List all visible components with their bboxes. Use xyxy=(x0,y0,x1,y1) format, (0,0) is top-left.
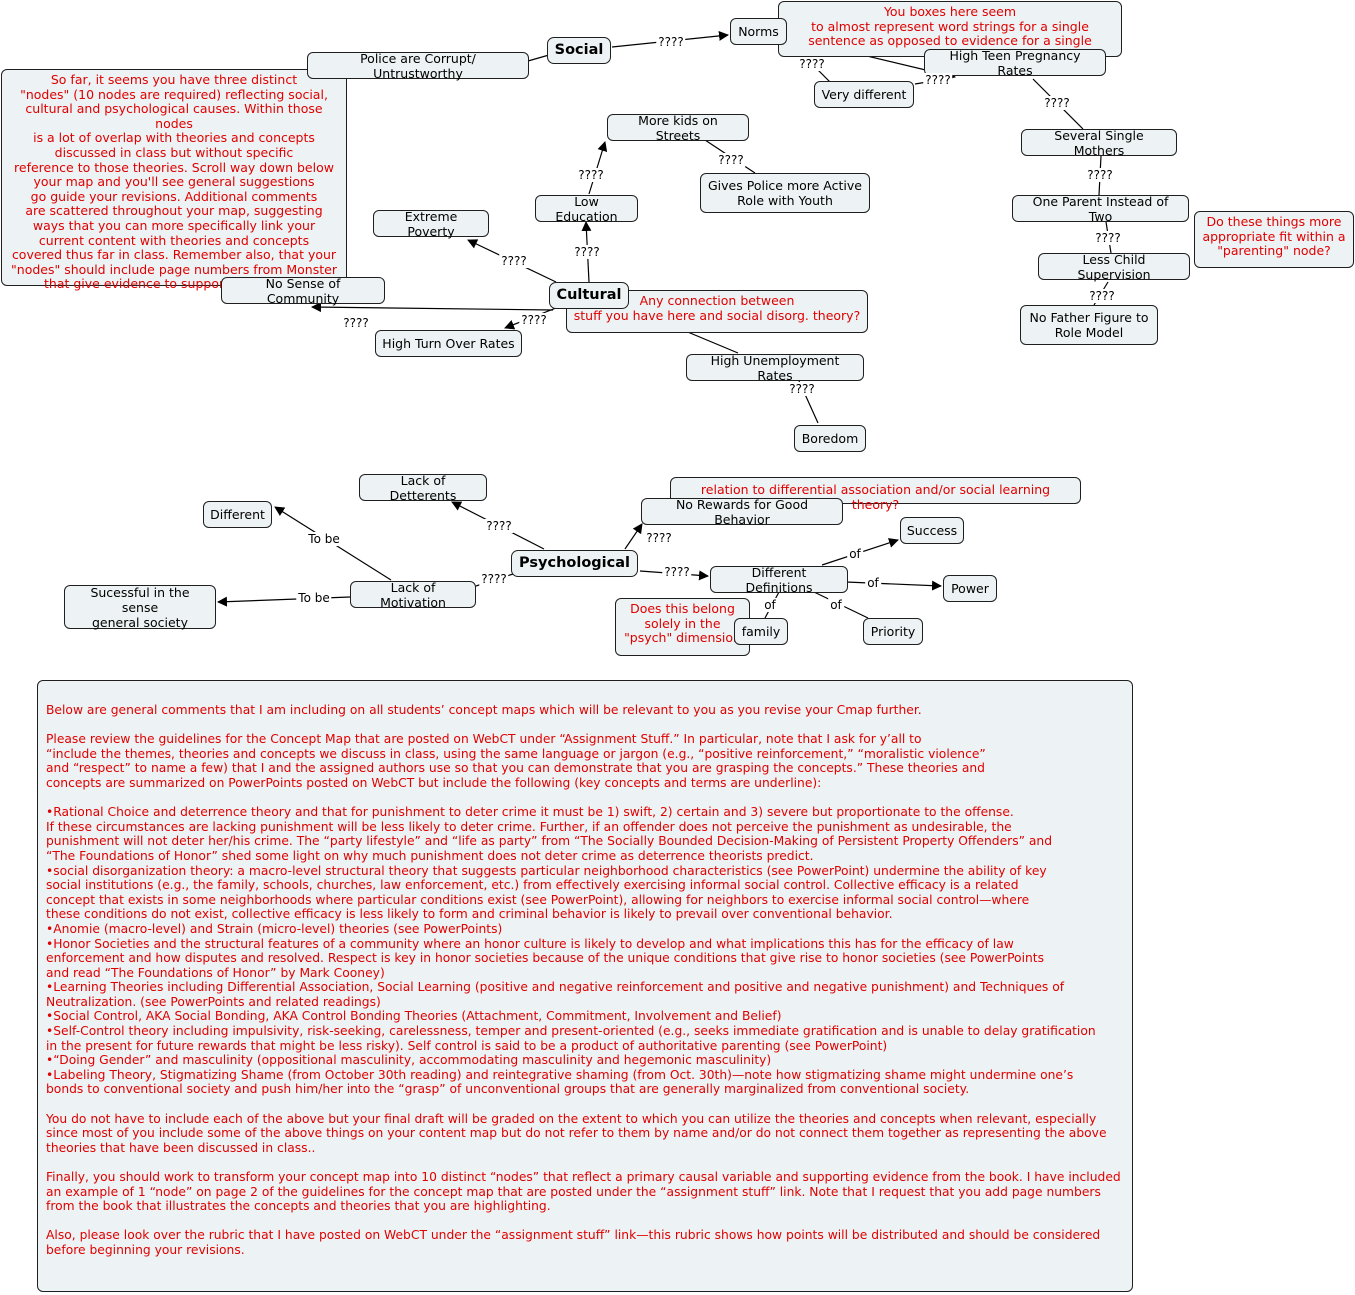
node-less-child-supervision[interactable]: Less Child Supervision xyxy=(1038,252,1190,282)
link-label: of xyxy=(865,576,881,590)
node-high-teen-pregnancy[interactable]: High Teen Pregnancy Rates xyxy=(924,48,1106,78)
node-different[interactable]: Different xyxy=(203,501,272,528)
link-label: ???? xyxy=(479,572,509,586)
comments-guidelines: Please review the guidelines for the Con… xyxy=(46,732,986,790)
link-social-police xyxy=(527,54,550,62)
node-low-education[interactable]: Low Education xyxy=(535,194,638,224)
node-lack-detterents[interactable]: Lack of Detterents xyxy=(359,473,487,503)
link-label: ???? xyxy=(644,531,674,545)
comment-bullet: •Social Control, AKA Social Bonding, AKA… xyxy=(46,1009,782,1024)
comment-three-nodes: So far, it seems you have three distinct… xyxy=(1,69,347,291)
link-label: ???? xyxy=(499,254,529,268)
link-label: ???? xyxy=(1087,289,1117,303)
node-no-rewards[interactable]: No Rewards for Good Behavior xyxy=(641,497,843,527)
node-successful-general[interactable]: Sucessful in the sense general society xyxy=(64,585,216,630)
comment-word-strings: You boxes here seem to almost represent … xyxy=(778,1,1122,63)
link-label: To be xyxy=(306,532,342,546)
comment-bullet: •social disorganization theory: a macro-… xyxy=(46,863,1047,922)
link-label: ???? xyxy=(662,565,692,579)
node-gives-police[interactable]: Gives Police more Active Role with Youth xyxy=(700,173,870,213)
link-label: To be xyxy=(296,591,332,605)
link-label: ???? xyxy=(656,35,686,49)
link-label: ???? xyxy=(484,519,514,533)
comments-graded: You do not have to include each of the a… xyxy=(46,1111,1107,1155)
link-label: ???? xyxy=(923,73,953,87)
link-cultural-community xyxy=(311,302,554,313)
comment-bullet: •Labeling Theory, Stigmatizing Shame (fr… xyxy=(46,1067,1074,1097)
comment-bullet: •Learning Theories including Differentia… xyxy=(46,980,1065,1009)
node-lack-motivation[interactable]: Lack of Motivation xyxy=(350,580,476,610)
link-label: ???? xyxy=(797,57,827,71)
comment-differential-assoc: relation to differential association and… xyxy=(670,477,1081,511)
comment-bullet: •Honor Societies and the structural feat… xyxy=(46,936,1045,980)
link-definitions-power xyxy=(845,580,942,591)
node-several-single-mothers[interactable]: Several Single Mothers xyxy=(1021,128,1177,158)
link-label: of xyxy=(762,598,778,612)
node-high-turnover[interactable]: High Turn Over Rates xyxy=(375,330,522,357)
node-more-kids-streets[interactable]: More kids on Streets xyxy=(607,113,749,143)
comments-intro: Below are general comments that I am inc… xyxy=(46,703,922,717)
node-no-sense-community[interactable]: No Sense of Community xyxy=(221,276,385,306)
link-label: of xyxy=(828,598,844,612)
node-family[interactable]: family xyxy=(734,618,788,645)
link-label: ???? xyxy=(519,313,549,327)
link-label: ???? xyxy=(787,382,817,396)
node-psychological[interactable]: Psychological xyxy=(511,550,638,577)
node-one-parent[interactable]: One Parent Instead of Two xyxy=(1012,194,1189,224)
link-label: ???? xyxy=(1093,231,1123,245)
node-police-corrupt[interactable]: Police are Corrupt/ Untrustworthy xyxy=(307,51,529,81)
link-label: ???? xyxy=(572,245,602,259)
node-power[interactable]: Power xyxy=(943,575,997,602)
node-cultural[interactable]: Cultural xyxy=(549,282,629,309)
comments-rubric: Also, please look over the rubric that I… xyxy=(46,1228,1101,1257)
node-extreme-poverty[interactable]: Extreme Poverty xyxy=(373,209,489,239)
comment-parenting-fit: Do these things more appropriate fit wit… xyxy=(1194,211,1354,268)
node-high-unemployment[interactable]: High Unemployment Rates xyxy=(686,353,864,383)
link-label: ???? xyxy=(576,168,606,182)
node-norms[interactable]: Norms xyxy=(730,18,787,45)
comment-bullet: •Rational Choice and deterrence theory a… xyxy=(46,805,1053,863)
comment-bullet: •“Doing Gender” and masculinity (opposit… xyxy=(46,1053,772,1068)
node-boredom[interactable]: Boredom xyxy=(794,425,866,452)
node-different-definitions[interactable]: Different Definitions xyxy=(710,565,848,595)
comment-psych-dimension: Does this belong solely in the "psych" d… xyxy=(615,598,750,656)
general-comments-panel: Below are general comments that I am inc… xyxy=(37,680,1133,1292)
node-priority[interactable]: Priority xyxy=(863,618,923,645)
link-label: ???? xyxy=(341,316,371,330)
link-label: ???? xyxy=(1042,96,1072,110)
comments-transform: Finally, you should work to transform yo… xyxy=(46,1170,1121,1214)
link-psych-norewards xyxy=(624,523,643,550)
link-label: of xyxy=(847,547,863,561)
comment-bullet: •Anomie (macro-level) and Strain (micro-… xyxy=(46,921,503,936)
node-social[interactable]: Social xyxy=(547,37,611,64)
node-no-father-figure[interactable]: No Father Figure to Role Model xyxy=(1020,305,1158,345)
link-label: ???? xyxy=(716,153,746,167)
node-success[interactable]: Success xyxy=(900,517,964,544)
link-label: ???? xyxy=(1085,168,1115,182)
comment-bullet: •Self-Control theory including impulsivi… xyxy=(46,1024,1096,1053)
node-very-different[interactable]: Very different xyxy=(814,81,914,108)
